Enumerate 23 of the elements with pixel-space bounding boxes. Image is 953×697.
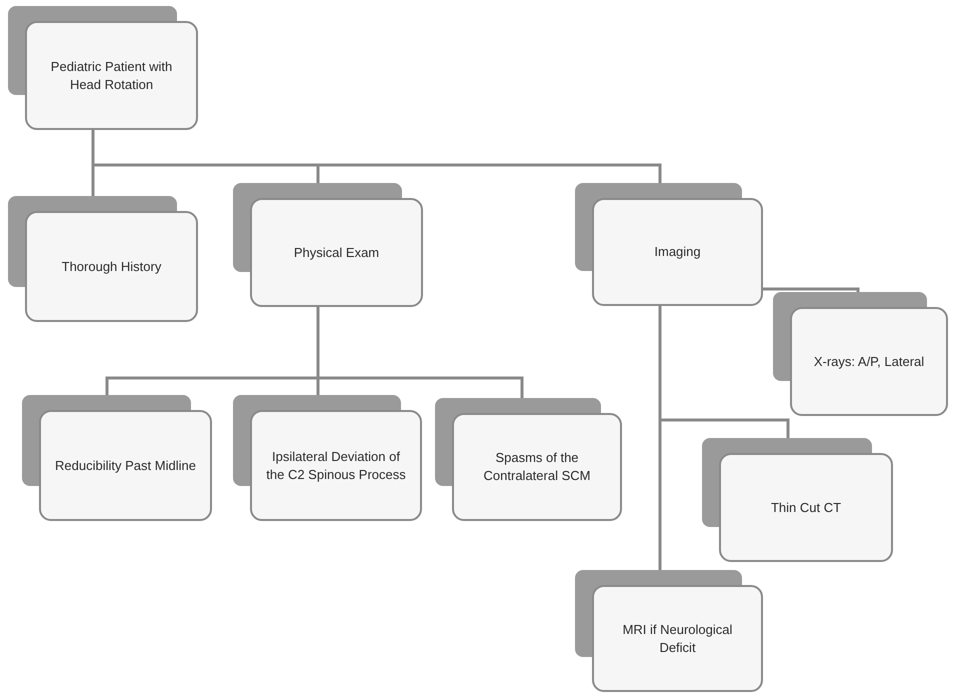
stacked-card-box — [773, 292, 948, 416]
box-label: Imaging — [654, 243, 701, 261]
stacked-card-box — [233, 183, 423, 307]
box-label: X-rays: A/P, Lateral — [814, 352, 924, 370]
connector-line — [316, 307, 524, 398]
connector-line — [763, 288, 860, 292]
stacked-card-box — [702, 438, 893, 562]
box-label: Pediatric Patient with Head Rotation — [50, 58, 174, 94]
box-label: Spasms of the Contralateral SCM — [482, 449, 592, 485]
box-label: Ipsilateral Deviation of the C2 Spinous Process — [265, 448, 407, 484]
box-label: Thin Cut CT — [770, 498, 842, 516]
stacked-card-box — [8, 196, 198, 322]
stacked-card-box — [435, 398, 622, 521]
connector-line — [658, 306, 662, 570]
box-label: Thorough History — [62, 258, 162, 276]
box-label: Reducibility Past Midline — [55, 456, 196, 474]
box-label: MRI if Neurological Deficit — [622, 620, 734, 656]
stacked-card-box — [575, 570, 763, 692]
stacked-card-box — [22, 395, 212, 521]
box-label: Physical Exam — [294, 244, 380, 262]
stacked-card-box — [8, 6, 198, 130]
stacked-card-box — [575, 183, 763, 306]
stacked-card-box — [233, 395, 422, 521]
